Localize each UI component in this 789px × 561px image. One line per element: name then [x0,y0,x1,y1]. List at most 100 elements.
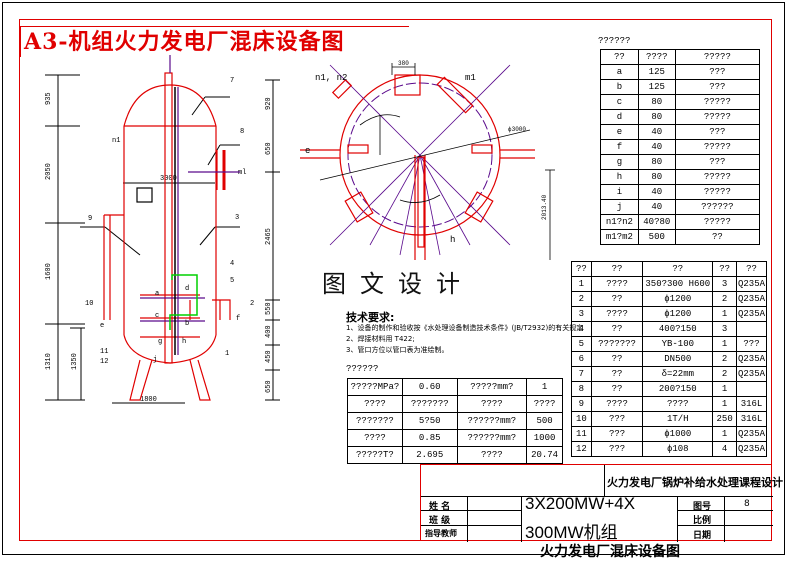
drawing-number: 8 [744,499,750,509]
cell: ???? [590,276,644,292]
cell: ????? [674,94,761,110]
svg-text:a: a [155,290,159,298]
cell: ?????? [674,199,761,215]
svg-text:m1: m1 [465,73,476,83]
svg-text:2465: 2465 [265,228,273,245]
label-drawing-no: 图号 [693,502,712,512]
svg-text:1310: 1310 [45,353,53,370]
cell: 2 [712,291,738,307]
cell: ???? [347,429,403,447]
cell: ??????mm? [456,412,528,430]
table-header-row: ?? ?? ?? ?? ?? [571,261,767,277]
cell: ϕ1200 [642,291,714,307]
outer-frame [2,2,785,555]
label-class: 班 级 [429,516,451,526]
table-header-row: ?? ???? ????? [600,49,761,65]
cell: 125 [637,64,676,80]
label-advisor: 指导教师 [425,529,457,538]
svg-text:1350: 1350 [71,353,79,370]
svg-text:550: 550 [265,302,273,315]
svg-text:650: 650 [265,380,273,393]
svg-text:1600: 1600 [45,263,53,280]
svg-text:h: h [450,235,455,245]
cell: ?? [590,381,644,397]
cell: 80 [637,94,676,110]
svg-text:12: 12 [100,358,108,366]
title-frame [20,26,409,57]
cell: ??????? [401,395,458,413]
table-row: ????0.85??????mm?1000 [347,429,563,447]
cell: ??????mm? [456,429,528,447]
cell: ϕ1000 [642,426,714,442]
svg-text:7: 7 [230,77,234,85]
elevation-view-drawing: 935 2050 1600 1310 1350 920 650 2465 550… [45,55,280,404]
cell: ????? [674,139,761,155]
cell: 316L [736,396,767,412]
cell: 2.695 [401,446,458,464]
cell: Q235A [736,426,767,442]
cell: ?????mm? [456,378,528,396]
svg-text:2013.40: 2013.40 [541,194,548,220]
svg-text:935: 935 [45,92,53,105]
table-row: ?????T?2.695????20.74 [347,446,563,464]
drawing-main-title: A3-机组火力发电厂混床设备图 [24,29,345,55]
svg-text:380: 380 [398,60,409,67]
svg-text:1800: 1800 [140,396,157,404]
svg-text:5: 5 [230,277,234,285]
cell: 350?300 H600 [642,276,714,292]
svg-text:e: e [100,322,104,330]
cell: 80 [637,109,676,125]
cell: 500 [637,229,676,245]
cell: e [600,124,639,140]
header-cell: ?? [590,261,644,277]
svg-text:n1, n2: n1, n2 [315,73,347,83]
svg-text:450: 450 [265,350,273,363]
tech-requirement-item: 1、设备的制作和验收按《水处理设备制造技术条件》(JB/T2932)的有关规定 [346,324,584,332]
cell: 2 [571,291,592,307]
svg-text:h: h [182,338,186,346]
nozzle-table-caption: ?????? [598,36,631,46]
cell: c [600,94,639,110]
svg-text:j: j [153,356,157,364]
header-cell: ?? [571,261,592,277]
cell: f [600,139,639,155]
project-name: 火力发电厂锅炉补给水处理课程设计 [607,476,783,489]
cell: Q235A [736,306,767,322]
svg-text:e: e [305,146,310,156]
svg-text:c: c [155,312,159,320]
cell: 7 [571,366,592,382]
cell: ??? [674,154,761,170]
tech-requirement-item: 3、管口方位以管口表为准绘制。 [346,346,449,354]
tech-requirement-item: 2、焊接材料用 T422; [346,335,415,343]
cell: ??? [736,336,767,352]
cell: j [600,199,639,215]
cell: 9 [571,396,592,412]
cell: h [600,169,639,185]
cell: Q235A [736,291,767,307]
cell: 40 [637,184,676,200]
label-scale: 比例 [693,516,712,526]
spec-table-caption: ?????? [346,364,379,374]
cell: δ=22mm [642,366,714,382]
table-row: ??????????????????? [347,395,563,413]
header-cell: ????? [674,49,761,65]
cell: ?? [590,321,644,337]
cell: Q235A [736,366,767,382]
svg-text:3000: 3000 [160,175,177,183]
cell: n1?n2 [600,214,639,230]
cell: ϕ108 [642,441,714,457]
cell: ???? [642,396,714,412]
cell: 250 [712,411,738,427]
svg-text:ml: ml [238,169,246,177]
drawing-border [19,19,772,541]
cell: 1 [712,336,738,352]
